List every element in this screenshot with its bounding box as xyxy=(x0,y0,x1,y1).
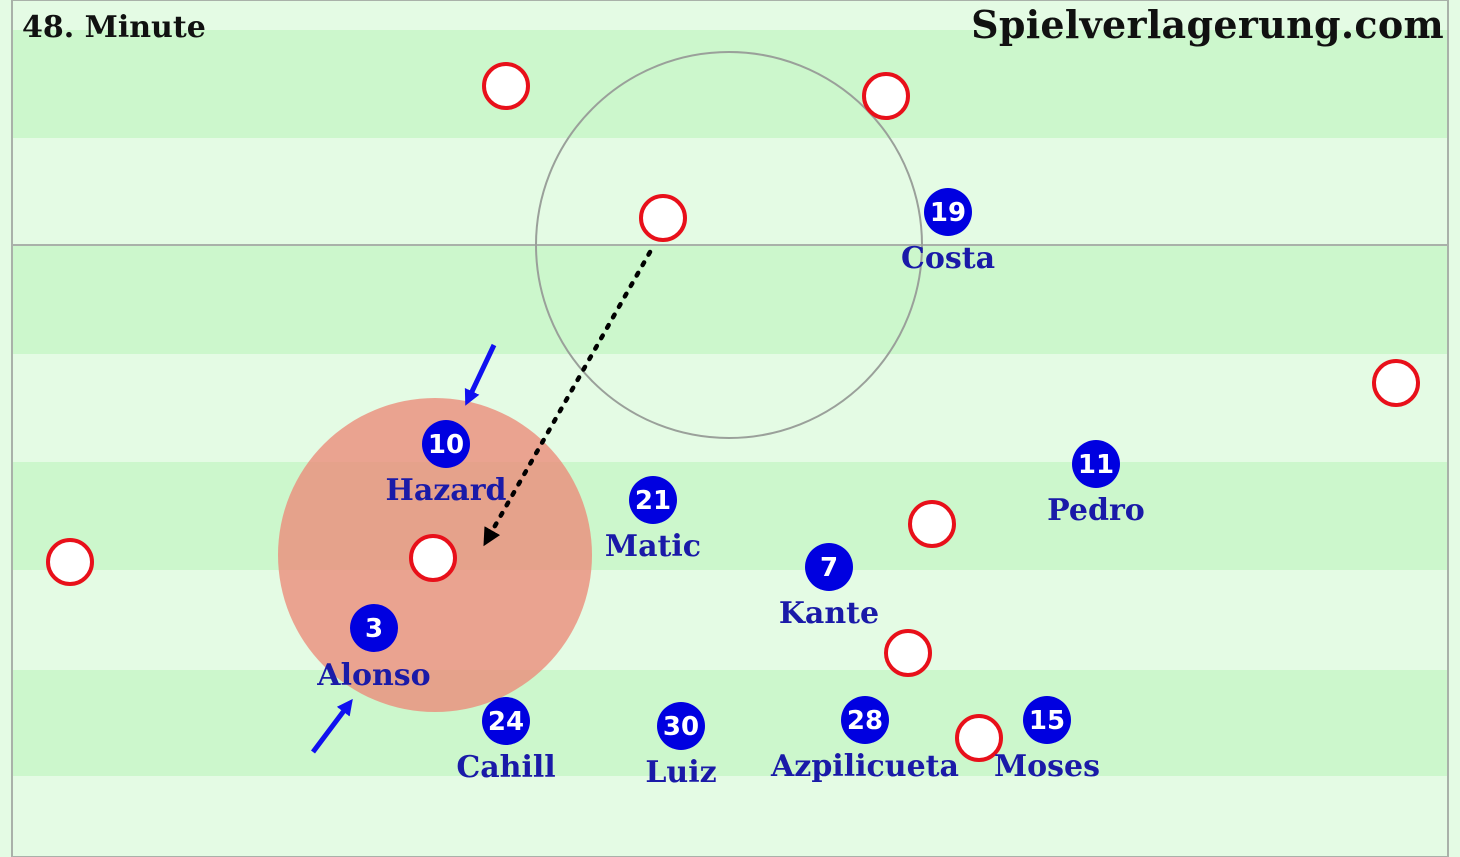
player-number: 3 xyxy=(365,614,383,644)
minute-label: 48. Minute xyxy=(22,10,206,45)
player-name: Matic xyxy=(605,529,701,564)
player-azpilicueta: 28 Azpilicueta xyxy=(770,696,959,784)
opponent-player xyxy=(862,72,910,120)
opponent-player xyxy=(46,538,94,586)
player-name: Kante xyxy=(779,596,879,631)
player-number: 21 xyxy=(635,486,671,516)
player-number: 7 xyxy=(820,553,838,583)
player-hazard: 10 Hazard xyxy=(385,420,507,508)
player-number: 19 xyxy=(930,198,966,228)
player-number: 30 xyxy=(663,712,699,742)
pass-arrow xyxy=(483,249,653,547)
player-name: Luiz xyxy=(645,755,716,790)
player-name: Hazard xyxy=(385,473,506,508)
player-moses: 15 Moses xyxy=(994,696,1100,784)
player-number: 24 xyxy=(488,707,524,737)
pitch-boundary xyxy=(11,0,1449,857)
player-name: Azpilicueta xyxy=(770,749,959,784)
opponent-player xyxy=(908,500,956,548)
player-matic: 21 Matic xyxy=(605,476,701,564)
opponent-player xyxy=(884,629,932,677)
player-luiz: 30 Luiz xyxy=(645,702,717,790)
opponent-player xyxy=(955,714,1003,762)
opponent-players xyxy=(46,62,1420,762)
center-circle xyxy=(535,51,923,439)
blue-players: 19 Costa 10 Hazard 21 Matic 11 Pedro 7 K… xyxy=(316,188,1145,790)
opponent-player xyxy=(409,534,457,582)
site-logo-text: Spielverlagerung.com xyxy=(971,2,1444,47)
player-costa: 19 Costa xyxy=(901,188,995,276)
player-name: Pedro xyxy=(1047,493,1145,528)
player-number: 10 xyxy=(428,430,464,460)
opponent-player xyxy=(639,194,687,242)
opponent-player xyxy=(482,62,530,110)
opponent-player xyxy=(1372,359,1420,407)
blue-arrow-hazard xyxy=(464,343,497,406)
player-cahill: 24 Cahill xyxy=(456,697,556,785)
blue-arrow-alonso xyxy=(311,698,353,754)
player-name: Moses xyxy=(994,749,1100,784)
player-name: Alonso xyxy=(316,658,430,693)
player-number: 11 xyxy=(1078,450,1114,480)
player-number: 15 xyxy=(1029,706,1065,736)
player-pedro: 11 Pedro xyxy=(1047,440,1145,528)
pitch-lines xyxy=(11,0,1449,857)
player-alonso: 3 Alonso xyxy=(316,604,431,693)
player-name: Cahill xyxy=(456,750,555,785)
player-name: Costa xyxy=(901,241,995,276)
player-number: 28 xyxy=(847,706,883,736)
player-kante: 7 Kante xyxy=(779,543,879,631)
